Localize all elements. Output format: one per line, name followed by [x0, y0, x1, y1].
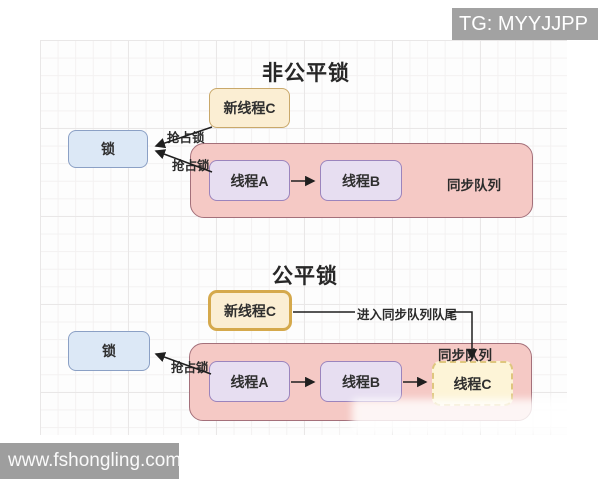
- unfair-thread-b-node: 线程B: [320, 160, 402, 201]
- white-fade-artifact: [352, 399, 600, 433]
- telegram-watermark: TG: MYYJJPP: [452, 8, 598, 40]
- fair-thread-c-node: 线程C: [432, 361, 513, 406]
- fair-thread-a-node: 线程A: [209, 361, 290, 402]
- unfair-new-thread-c-node: 新线程C: [209, 88, 290, 128]
- website-watermark: www.fshongling.com: [0, 443, 181, 479]
- unfair-seize-lock-label-top: 抢占锁: [167, 131, 205, 145]
- unfair-lock-node: 锁: [68, 130, 148, 168]
- fair-sync-queue-label: 同步队列: [438, 348, 492, 363]
- unfair-seize-lock-label-bottom: 抢占锁: [172, 159, 210, 173]
- fair-seize-lock-label: 抢占锁: [171, 361, 209, 375]
- unfair-sync-queue-label: 同步队列: [447, 178, 501, 193]
- unfair-lock-title: 非公平锁: [262, 62, 350, 85]
- fair-lock-node: 锁: [68, 331, 150, 371]
- fair-lock-title: 公平锁: [272, 265, 338, 288]
- unfair-thread-a-node: 线程A: [209, 160, 290, 201]
- fair-new-thread-c-node: 新线程C: [208, 290, 292, 331]
- fair-enter-queue-tail-label: 进入同步队列队尾: [357, 308, 458, 322]
- fair-thread-b-node: 线程B: [320, 361, 402, 402]
